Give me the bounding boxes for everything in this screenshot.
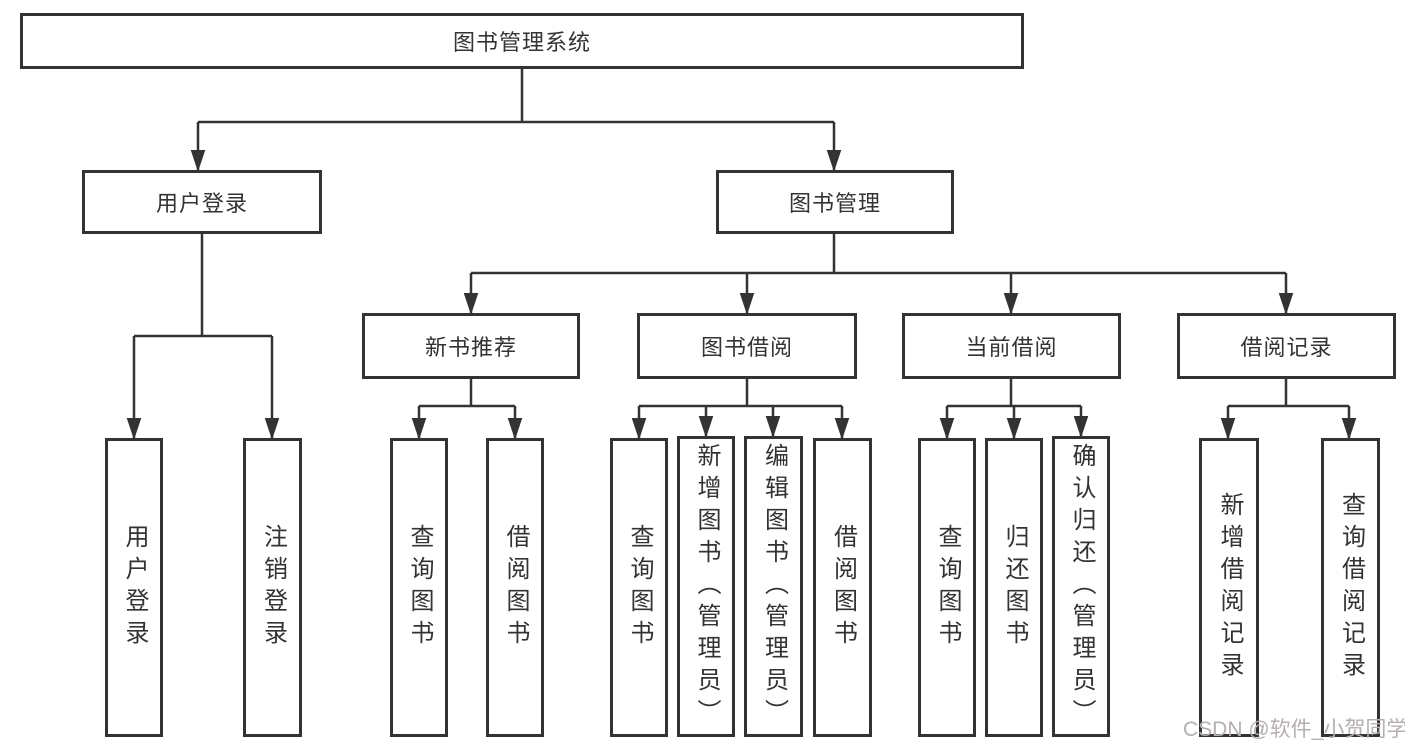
leaf-borrow-book-1: 借阅图书 — [486, 438, 544, 737]
node-new-book-recommendation-label: 新书推荐 — [424, 335, 517, 360]
leaf-edit-book-admin: 编辑图书（管理员） — [744, 436, 803, 737]
leaf-query-borrow-record-label: 查询借阅记录 — [1337, 491, 1365, 684]
node-root: 图书管理系统 — [20, 13, 1024, 69]
leaf-return-book-label: 归还图书 — [1001, 523, 1028, 652]
leaf-add-book-admin: 新增图书（管理员） — [677, 436, 735, 737]
leaf-edit-book-admin-label: 编辑图书（管理员） — [760, 442, 788, 731]
csdn-watermark: CSDN @软件_小贺同学 — [1183, 718, 1405, 741]
leaf-query-book-3-label: 查询图书 — [934, 523, 961, 652]
leaf-query-book-2-label: 查询图书 — [626, 523, 653, 652]
leaf-add-book-admin-label: 新增图书（管理员） — [693, 442, 720, 731]
node-borrowing-records-label: 借阅记录 — [1240, 335, 1333, 360]
leaf-user-login: 用户登录 — [105, 438, 163, 737]
leaf-query-book-3: 查询图书 — [918, 438, 976, 737]
leaf-add-borrow-record-label: 新增借阅记录 — [1216, 491, 1243, 684]
leaf-query-book-1-label: 查询图书 — [406, 523, 433, 652]
node-book-borrowing-label: 图书借阅 — [700, 335, 793, 360]
leaf-logout-label: 注销登录 — [259, 523, 287, 652]
leaf-borrow-book-1-label: 借阅图书 — [502, 523, 529, 652]
leaf-borrow-book-2: 借阅图书 — [813, 438, 872, 737]
leaf-borrow-book-2-label: 借阅图书 — [829, 523, 857, 652]
node-book-management: 图书管理 — [716, 170, 954, 234]
leaf-logout: 注销登录 — [243, 438, 302, 737]
node-root-label: 图书管理系统 — [452, 30, 591, 55]
leaf-confirm-return-admin: 确认归还（管理员） — [1052, 436, 1110, 737]
node-user-login-label: 用户登录 — [155, 191, 248, 216]
leaf-query-book-1: 查询图书 — [390, 438, 448, 737]
node-current-borrowing: 当前借阅 — [902, 313, 1121, 379]
node-borrowing-records: 借阅记录 — [1177, 313, 1396, 379]
node-current-borrowing-label: 当前借阅 — [965, 335, 1058, 360]
node-book-borrowing: 图书借阅 — [637, 313, 857, 379]
node-user-login: 用户登录 — [82, 170, 322, 234]
node-new-book-recommendation: 新书推荐 — [362, 313, 580, 379]
leaf-query-book-2: 查询图书 — [610, 438, 668, 737]
leaf-confirm-return-admin-label: 确认归还（管理员） — [1068, 442, 1095, 731]
leaf-user-login-label: 用户登录 — [121, 523, 148, 652]
leaf-query-borrow-record: 查询借阅记录 — [1321, 438, 1380, 737]
node-book-management-label: 图书管理 — [788, 191, 881, 216]
leaf-return-book: 归还图书 — [985, 438, 1043, 737]
leaf-add-borrow-record: 新增借阅记录 — [1199, 438, 1259, 737]
